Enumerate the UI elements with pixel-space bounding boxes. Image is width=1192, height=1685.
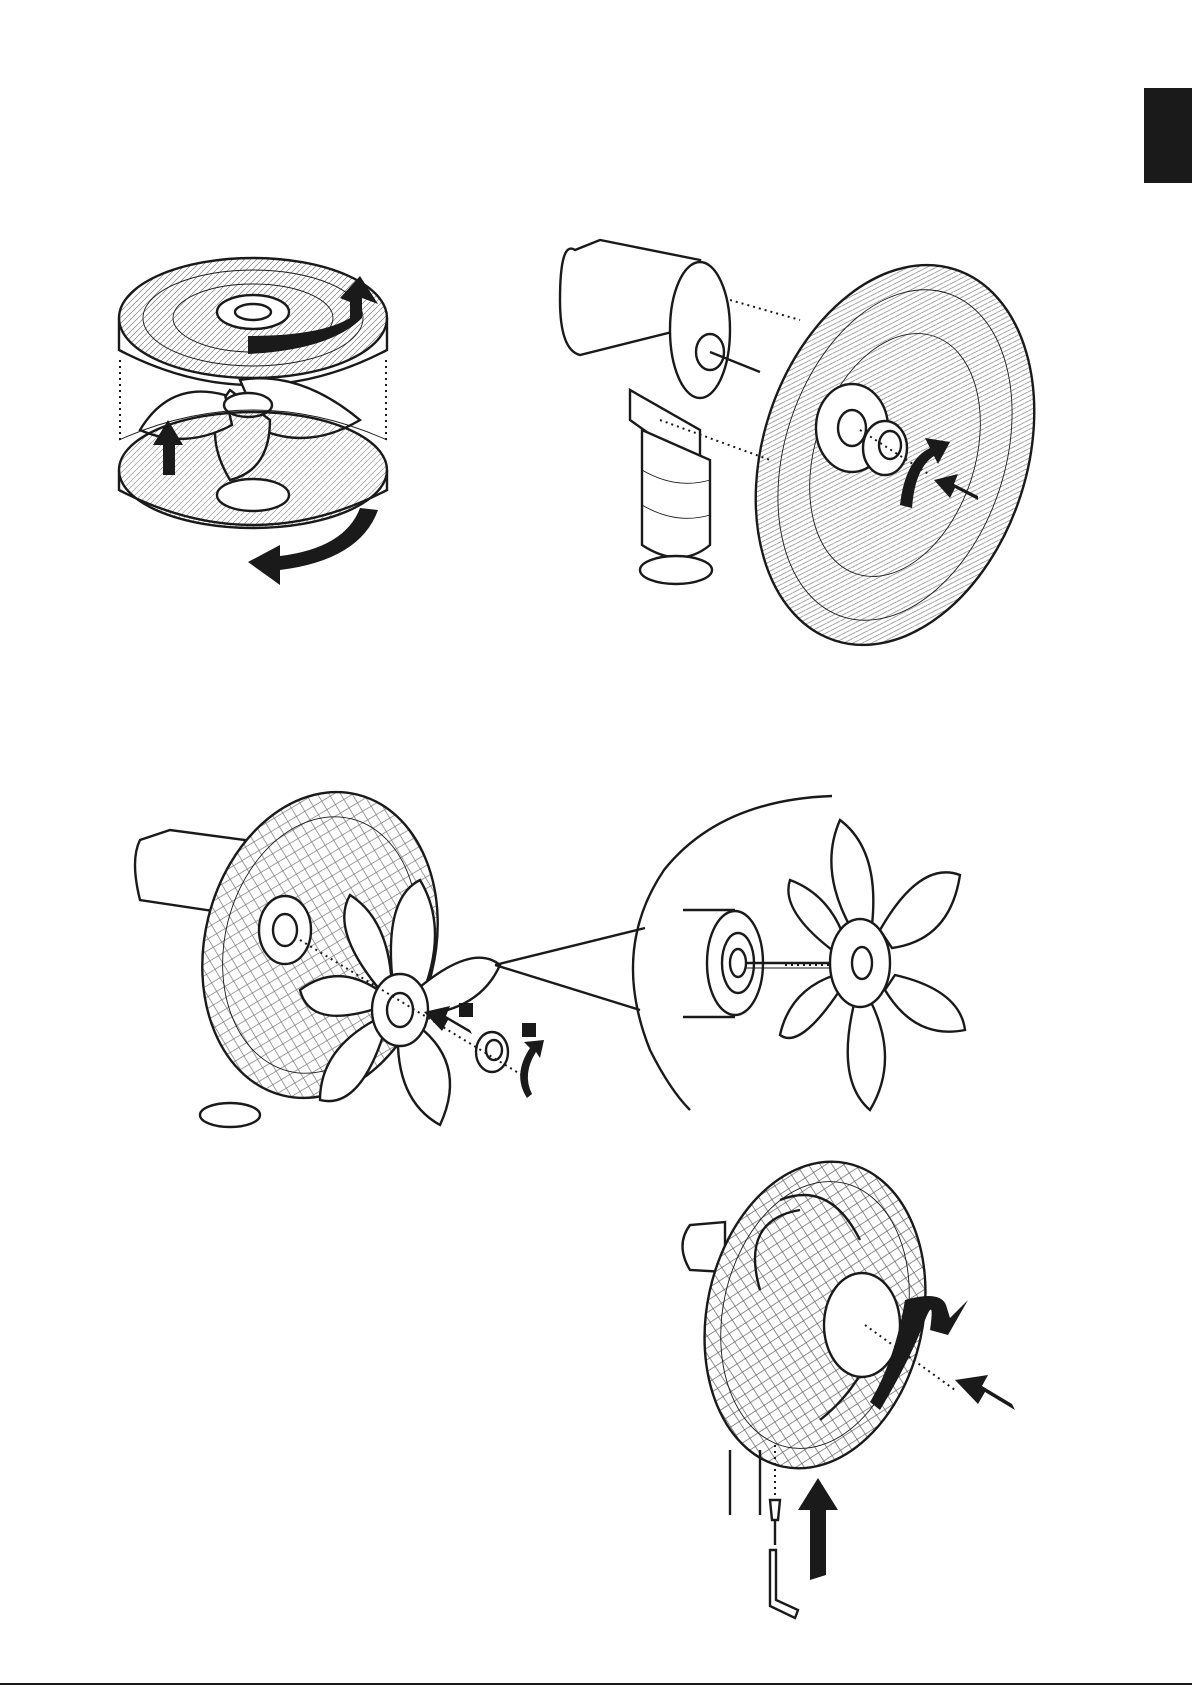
step-marker <box>522 1023 536 1037</box>
figure-blade-attach <box>135 767 544 1127</box>
figure-rear-grille-attach <box>560 229 1081 681</box>
screw-icon <box>770 1500 780 1545</box>
motor-housing-icon <box>560 240 760 584</box>
fan-blade-icon <box>780 820 965 1110</box>
figure-front-grille-close <box>677 1141 1015 1618</box>
figure-grille-separation <box>119 258 387 585</box>
rotate-arrow-icon <box>520 1040 544 1098</box>
push-arrow-icon <box>955 1375 1015 1410</box>
figure-blade-detail <box>495 796 965 1110</box>
allen-key-icon <box>770 1550 798 1618</box>
up-arrow-icon <box>798 1478 838 1580</box>
spinner-icon <box>476 1032 508 1072</box>
step-marker <box>459 1003 473 1017</box>
grille-nut-icon <box>863 421 907 475</box>
